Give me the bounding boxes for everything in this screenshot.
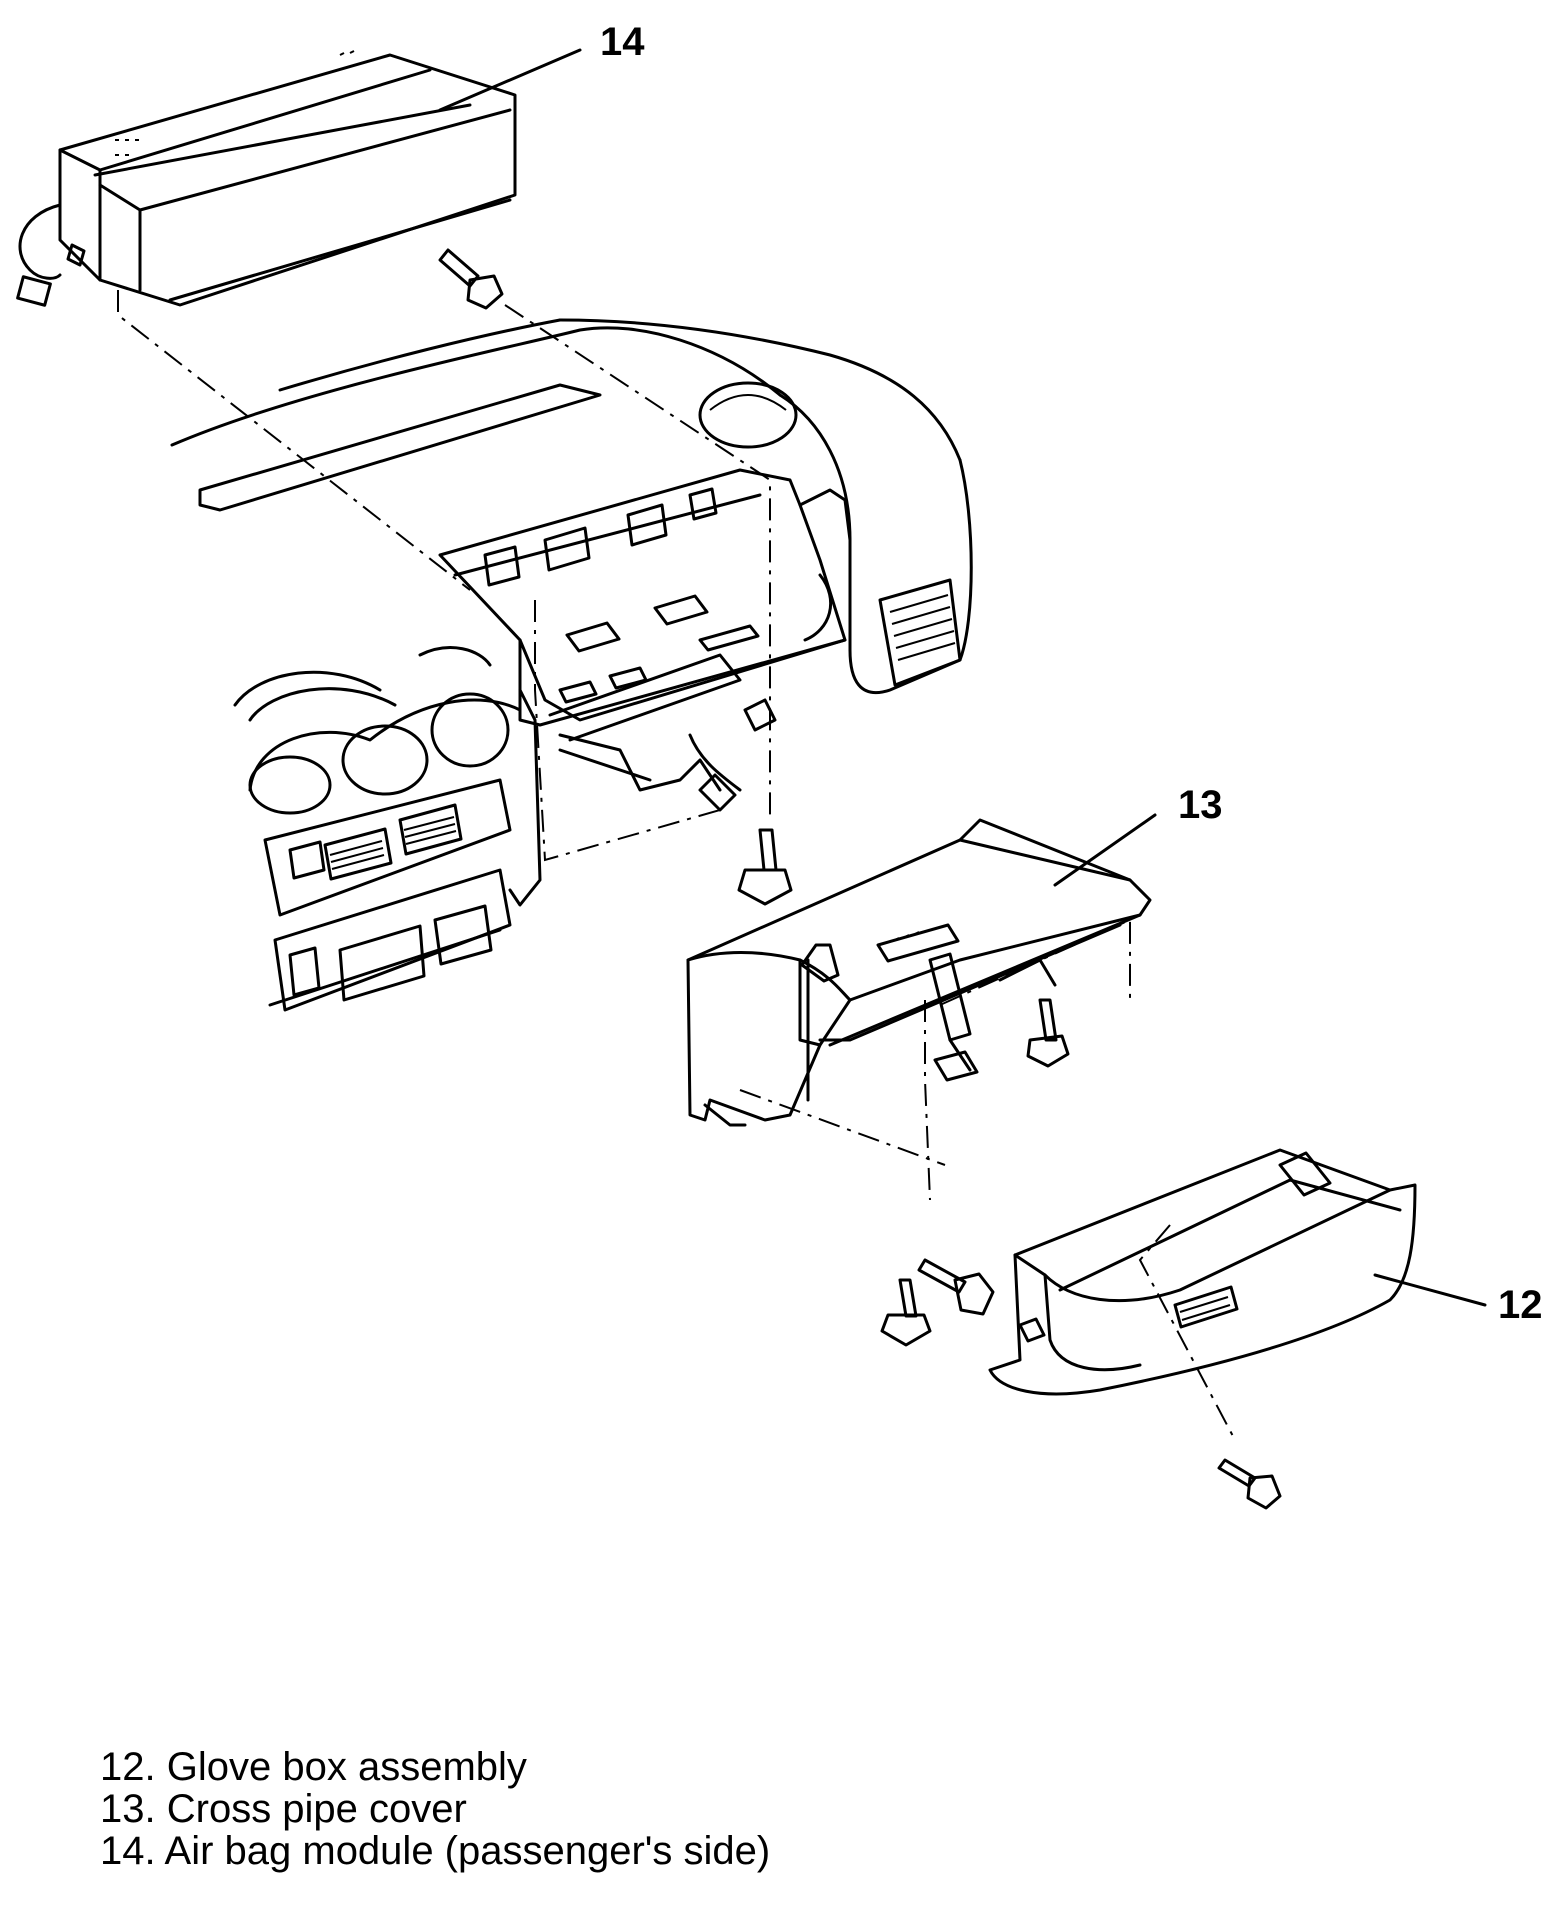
glove-box-screw	[1217, 1458, 1282, 1510]
glove-box-assembly	[988, 1148, 1417, 1396]
legend-label: Cross pipe cover	[166, 1787, 467, 1831]
legend-number: 12.	[100, 1745, 156, 1789]
callout-13: 13	[1178, 783, 1223, 827]
callout-12: 12	[1498, 1283, 1543, 1327]
legend-label: Air bag module (passenger's side)	[164, 1829, 771, 1873]
parts-legend: 12. Glove box assembly 13. Cross pipe co…	[100, 1746, 770, 1872]
instrument-panel	[170, 318, 973, 1012]
alignment-lines	[117, 290, 1236, 1441]
callout-14: 14	[600, 20, 645, 64]
cross-pipe-cover	[686, 818, 1152, 1127]
legend-item-14: 14. Air bag module (passenger's side)	[100, 1830, 770, 1872]
legend-label: Glove box assembly	[166, 1745, 527, 1789]
fastener-screws	[880, 1258, 995, 1347]
air-bag-module	[16, 50, 517, 307]
legend-number: 13.	[100, 1787, 156, 1831]
panel-bolt	[737, 828, 793, 906]
air-bag-bolt	[438, 248, 504, 310]
legend-number: 14.	[100, 1829, 156, 1873]
legend-item-13: 13. Cross pipe cover	[100, 1788, 770, 1830]
legend-item-12: 12. Glove box assembly	[100, 1746, 770, 1788]
leader-lines	[438, 48, 1487, 1307]
